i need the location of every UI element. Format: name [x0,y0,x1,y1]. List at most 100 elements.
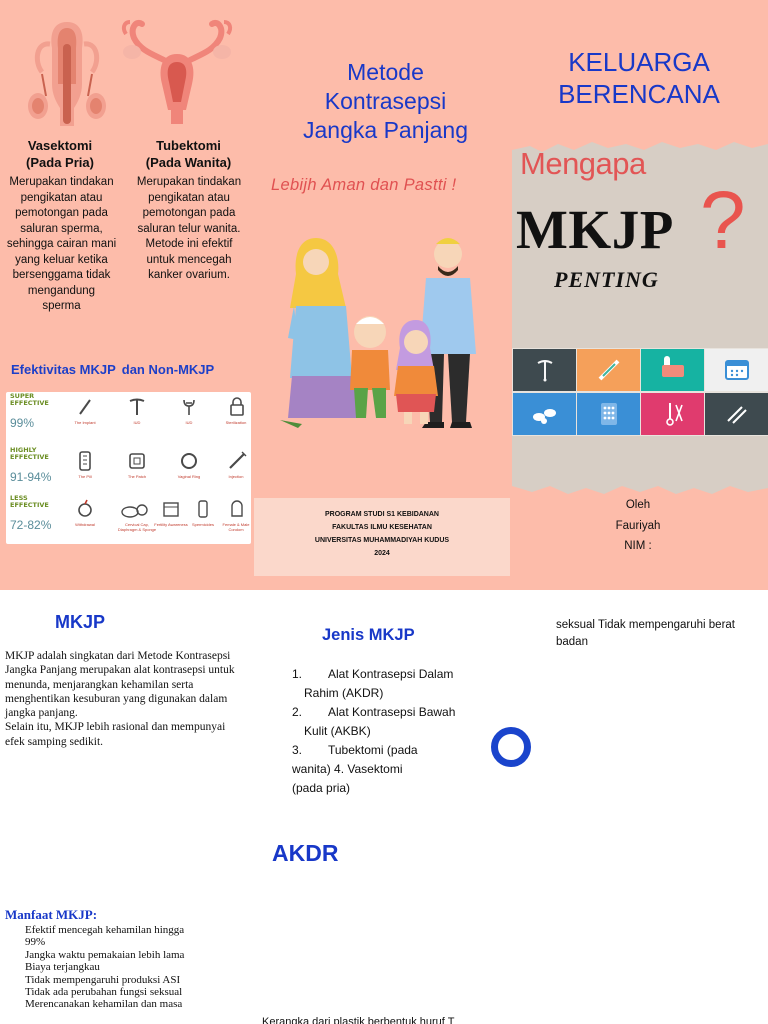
spermicide-icon [192,498,214,520]
desc-line: sperma [42,300,81,312]
desc-line: pemotongan pada [15,207,108,219]
tile-syringe [577,349,640,391]
method-label: The Patch [127,474,147,479]
tile-calendar [705,349,768,391]
method-label: Fertility Awareness [154,522,188,527]
list-item: Tidak mempengaruhi produksi ASI [25,973,181,986]
tile-pill-pack [577,393,640,435]
list-item: 1.Alat Kontrasepsi Dalam Rahim (AKDR) [292,665,462,703]
male-reproductive-illustration [22,14,112,132]
effectiveness-heading-part: Efektivitas MKJP [11,362,116,377]
center-title-line: Kontrasepsi [324,88,447,114]
akdr-heading: AKDR [272,840,339,866]
ring-icon [178,450,200,472]
list-item: Tidak ada perubahan fungsi seksual [25,986,183,999]
author-name: Fauriyah [615,519,661,532]
penting-text: PENTING [554,267,659,292]
mkjp-heading: MKJP [55,612,106,632]
desc-line: pengikatan atau [20,191,103,204]
question-mark: ? [700,175,746,266]
institution-line: UNIVERSITAS MUHAMMADIYAH KUDUS [314,537,450,544]
desc-line: mengandung [27,284,96,297]
desc-line: Merupakan tindakan [9,176,114,188]
method-label: Injection [228,474,244,479]
desc-line: pemotongan pada [142,207,236,219]
withdrawal-icon [74,498,96,520]
list-item: Efektif mencegah kehamilan hingga [25,924,185,936]
mengapa-text: Mengapa [520,146,646,181]
center-title-line: Metode [347,59,424,85]
tubektomi-description: Merupakan tindakan pengikatan atau pemot… [128,175,250,284]
desc-line: kanker ovarium. [148,269,230,281]
calendar-icon [724,360,749,380]
method-label: IUD [133,420,141,425]
desc-line: Merupakan tindakan [136,176,242,188]
desc-line: yang keluar ketika [15,253,108,266]
tubektomi-title-line: Tubektomi [156,138,221,153]
condom-icon [226,498,248,520]
paragraph-line: badan [556,636,588,648]
desc-line: saluran telur wanita. [137,222,241,235]
desc-line: untuk mencegah [146,253,232,266]
effectiveness-percent: 72-82% [10,518,52,532]
desc-line: saluran sperma, [20,222,103,235]
kerangka-text: Kerangka dari plastik berbentuk huruf T [262,1016,455,1024]
kb-title: KELUARGA BERENCANA [548,46,730,110]
jenis-heading: Jenis MKJP [322,626,415,644]
effectiveness-percent: 99% [10,416,35,430]
injection-icon [226,450,248,472]
paragraph-line: jangka panjang. [5,707,78,720]
iud-coil-icon [178,396,200,418]
pill-pack-icon [600,403,617,425]
continued-text: seksual Tidak mempengaruhi berat badan [556,617,756,651]
list-number: 3. [292,743,303,757]
desc-line: bersenggama tidak [12,269,111,281]
desc-line: pengikatan atau [148,191,230,204]
list-text: Alat Kontrasepsi Bawah [328,705,456,719]
paragraph-line: efek samping sedikit. [5,735,104,748]
mkjp-headline: MKJP [516,199,674,260]
contraceptive-tiles [513,349,768,435]
list-item: Jangka waktu pemakaian lebih lama [25,948,185,961]
ring-decoration [491,727,531,767]
sterilization-icon [226,396,248,418]
manfaat-list: Efektif mencegah kehamilan hingga 99% Ja… [25,924,210,1011]
desc-line: sehingga cairan mani [6,238,117,250]
list-item: Biaya terjangkau [25,961,100,974]
method-label: Vaginal Ring [177,474,201,479]
nim-label: NIM : [624,540,652,552]
list-item: 2.Alat Kontrasepsi Bawah Kulit (AKBK) [292,703,462,741]
mkjp-paragraph: MKJP adalah singkatan dari Metode Kontra… [5,649,253,749]
list-number: 2. [292,705,303,719]
list-number: 1. [292,667,303,681]
implant-rods-icon [726,406,747,424]
institution-line: PROGRAM STUDI S1 KEBIDANAN [325,511,439,518]
brochure-cover: Vasektomi (Pada Pria) Merupakan tindakan… [0,0,768,590]
list-text: Rahim (AKDR) [304,686,384,700]
method-label: The Pill [78,474,92,479]
female-reproductive-illustration [118,14,236,126]
iud-t-icon [126,396,148,418]
vasektomi-title-line: Vasektomi [27,138,93,153]
tile-tubal [641,393,704,435]
vasektomi-title: Vasektomi (Pada Pria) [5,137,115,171]
list-item: Merencanakan kehamilan dan masa [25,998,183,1011]
paragraph-line: MKJP adalah singkatan dari Metode Kontra… [5,650,231,662]
paragraph-line: seksual Tidak mempengaruhi berat [556,619,735,631]
tile-condom-box [641,349,704,391]
family-illustration [276,228,486,433]
kb-title-line: KELUARGA [568,47,710,77]
center-title: Metode Kontrasepsi Jangka Panjang [273,58,498,145]
method-label: The Implant [74,420,96,425]
fertility-icon [160,498,182,520]
list-item: 3.Tubektomi (pada wanita) 4. Vasektomi (… [292,741,462,798]
effectiveness-percent: 91-94% [10,470,52,484]
oleh-label: Oleh [625,499,651,511]
center-title-line: Jangka Panjang [303,117,468,143]
tubal-icon [665,403,683,426]
